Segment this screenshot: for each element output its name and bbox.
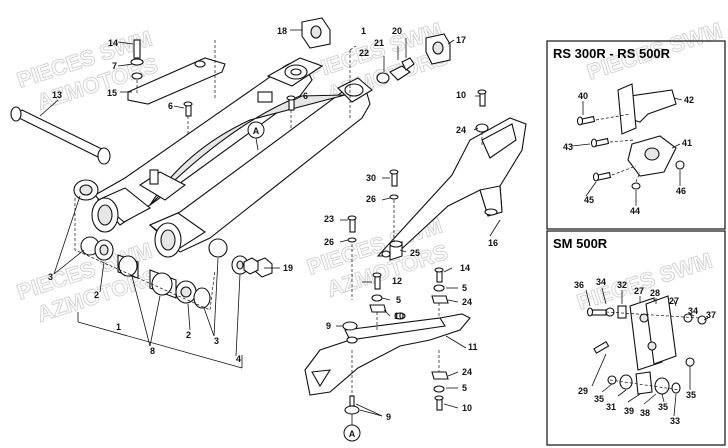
callout: 6 [303,91,308,101]
callout: 17 [456,35,466,45]
callout: 6 [168,101,173,111]
callout: 34 [596,277,606,287]
callout: 10 [462,403,472,413]
top-small-parts [301,17,451,118]
chain-slider [304,267,471,415]
callout: 21 [374,38,384,48]
callout: 19 [283,263,293,273]
callout: 36 [574,280,584,290]
callout: 38 [640,408,650,418]
callout: 3 [214,336,219,346]
callout: 37 [706,310,716,320]
callout: 7 [112,61,117,71]
callout: 40 [578,91,588,101]
callout: 12 [392,276,402,286]
callout: 44 [630,206,640,216]
callout: 16 [488,238,498,248]
callout: 5 [396,295,401,305]
callout: 1 [361,26,366,36]
callout: 39 [624,406,634,416]
callout: 2 [94,290,99,300]
callout: 27 [634,286,644,296]
callout: 22 [359,48,369,58]
callout: 43 [563,142,573,152]
callout: 32 [617,280,627,290]
callout: 4 [236,354,241,364]
callout: 10 [394,311,404,321]
callout: 8 [150,346,155,356]
callout: 27 [669,296,679,306]
callout: 33 [670,416,680,426]
callout: 26 [324,237,334,247]
pivot-axle [10,106,111,165]
leader-lines [39,29,501,417]
callout: 1 [116,322,121,332]
callout: 3 [48,272,53,282]
callout: 29 [578,386,588,396]
marker-a-lower: A [343,414,361,442]
bolts-6 [183,95,296,136]
callout: 11 [468,342,478,352]
callout: 26 [366,194,376,204]
bearing-stack [73,179,273,369]
callout: 30 [366,173,376,183]
callout: 14 [460,263,470,273]
callout: 18 [277,26,287,36]
panel-sm-title: SM 500R [553,236,608,251]
callout: 24 [456,125,466,135]
callout: 9 [326,321,331,331]
callout: 25 [410,248,420,258]
axle-nut [243,257,259,275]
callout: 5 [462,383,467,393]
callout: 5 [462,283,467,293]
callout: 15 [107,88,117,98]
callout: 28 [650,288,660,298]
panel-rs-title: RS 300R - RS 500R [553,46,671,61]
callout: 20 [392,26,402,36]
callout: 35 [594,394,604,404]
callout: 13 [52,90,62,100]
callout: 35 [686,390,696,400]
callout: 34 [688,306,698,316]
callout: 10 [456,90,466,100]
chain-guide-bracket [127,39,226,105]
callout: 14 [108,38,118,48]
panel-rs: RS 300R - RS 500R 40 43 45 44 46 41 42 [546,40,726,230]
callout: 23 [324,214,334,224]
callout: 9 [386,412,391,422]
marker-a-label: A [349,429,356,439]
callout: 2 [186,330,191,340]
callout: 46 [676,186,686,196]
marker-a-label: A [253,126,260,136]
callouts-main: 14 7 15 13 6 6 18 17 1 21 20 22 10 24 30… [48,26,498,422]
marker-a-upper: A [247,121,265,151]
swingarm-body [91,57,373,258]
panel-sm: SM 500R 36 [546,230,726,446]
callout: 41 [682,138,692,148]
callout: 24 [462,297,472,307]
callout: 42 [684,95,694,105]
callout: 24 [462,367,472,377]
callout: 31 [606,402,616,412]
callout: 45 [584,195,594,205]
callout: 35 [658,402,668,412]
